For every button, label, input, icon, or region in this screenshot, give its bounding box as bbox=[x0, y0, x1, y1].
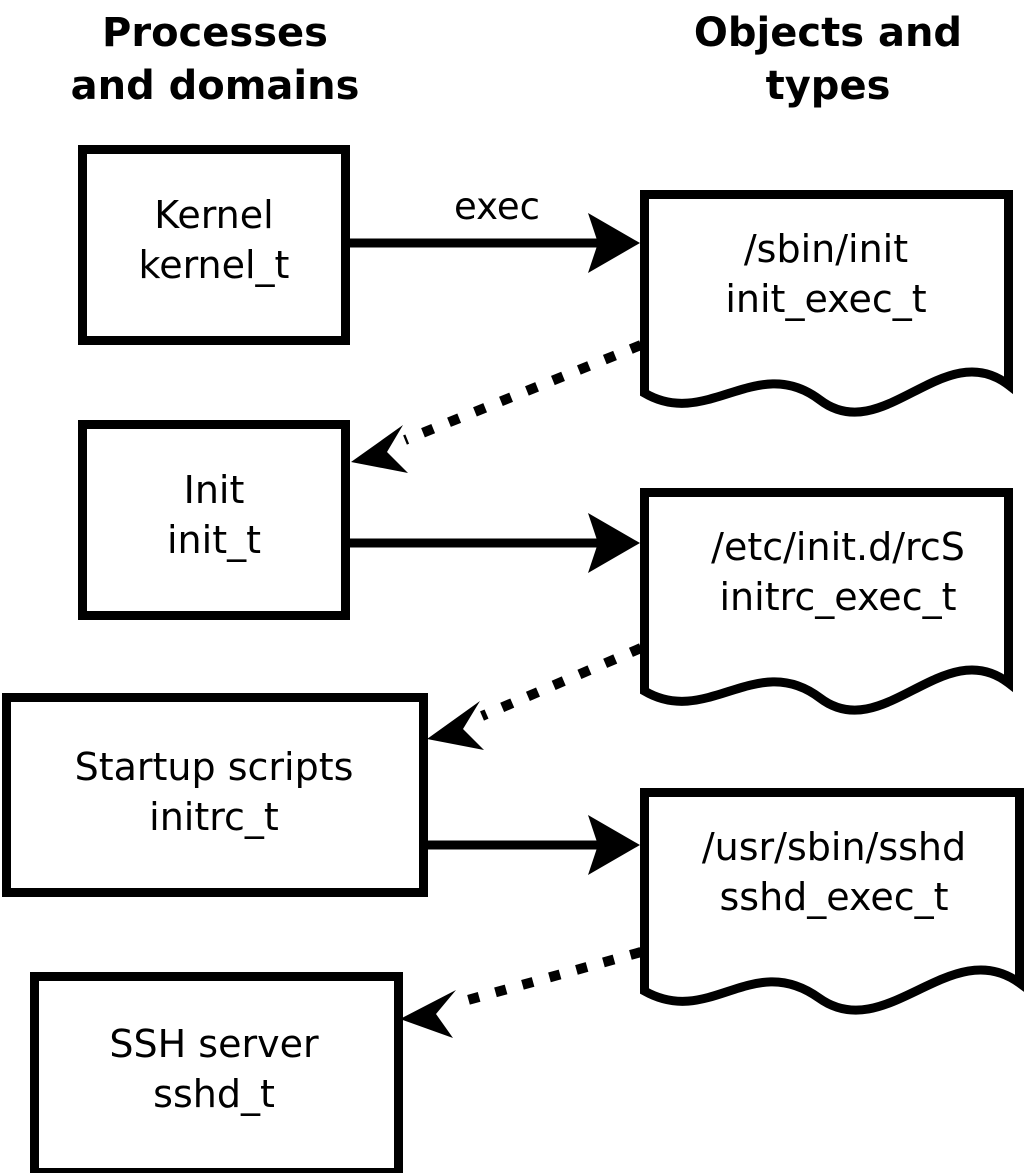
edge-initrc-execs-sshd[interactable] bbox=[423, 815, 640, 875]
edge-initrc-execs-sshd-arrowhead bbox=[588, 815, 640, 875]
object-node-usr-sbin-sshd-type: sshd_exec_t bbox=[719, 875, 948, 919]
object-node-sbin-init-path: /sbin/init bbox=[744, 227, 908, 271]
process-node-init-name: Init bbox=[184, 468, 245, 512]
edge-init-exec-t-to-init-t-line[interactable] bbox=[403, 340, 643, 445]
edge-init-execs-rcs[interactable] bbox=[345, 513, 640, 573]
edge-initrc-exec-t-to-initrc-t[interactable] bbox=[427, 643, 643, 750]
object-node-usr-sbin-sshd[interactable]: /usr/sbin/sshd sshd_exec_t bbox=[640, 788, 1024, 1015]
process-node-sshd-box[interactable] bbox=[30, 972, 403, 1173]
edge-init-exec-t-to-init-t[interactable] bbox=[351, 340, 643, 473]
object-node-sbin-init-document[interactable] bbox=[640, 190, 1013, 417]
process-node-kernel[interactable]: Kernel kernel_t bbox=[78, 145, 350, 345]
edge-sshd-exec-t-to-sshd-t[interactable] bbox=[400, 947, 643, 1038]
object-node-sbin-init[interactable]: /sbin/init init_exec_t bbox=[640, 190, 1013, 417]
column-header-objects-line1: Objects and bbox=[694, 10, 962, 56]
object-node-etc-initd-rcs-document[interactable] bbox=[640, 488, 1013, 715]
process-node-sshd-name: SSH server bbox=[109, 1022, 319, 1066]
edge-sshd-exec-t-to-sshd-t-arrowhead bbox=[400, 990, 456, 1038]
object-node-usr-sbin-sshd-path: /usr/sbin/sshd bbox=[702, 825, 966, 869]
process-node-initrc-box[interactable] bbox=[2, 693, 428, 897]
object-node-etc-initd-rcs[interactable]: /etc/init.d/rcS initrc_exec_t bbox=[640, 488, 1013, 715]
process-node-initrc[interactable]: Startup scripts initrc_t bbox=[2, 693, 428, 897]
edge-kernel-execs-init-label: exec bbox=[454, 185, 540, 228]
edge-initrc-exec-t-to-initrc-t-line[interactable] bbox=[480, 643, 643, 721]
object-node-etc-initd-rcs-path: /etc/init.d/rcS bbox=[711, 525, 965, 569]
column-header-processes-line1: Processes bbox=[102, 10, 328, 56]
object-node-sbin-init-type: init_exec_t bbox=[725, 277, 926, 321]
process-node-sshd[interactable]: SSH server sshd_t bbox=[30, 972, 403, 1173]
process-node-initrc-name: Startup scripts bbox=[75, 745, 354, 789]
edge-kernel-execs-init-arrowhead bbox=[588, 213, 640, 273]
column-header-objects-line2: types bbox=[766, 63, 891, 109]
column-header-processes: Processes and domains bbox=[71, 10, 360, 109]
object-node-usr-sbin-sshd-document[interactable] bbox=[640, 788, 1024, 1015]
process-node-init[interactable]: Init init_t bbox=[78, 420, 350, 620]
process-node-init-type: init_t bbox=[167, 518, 261, 562]
process-node-kernel-type: kernel_t bbox=[139, 243, 290, 287]
edge-init-execs-rcs-arrowhead bbox=[588, 513, 640, 573]
edge-kernel-execs-init[interactable]: exec bbox=[345, 185, 640, 273]
edge-initrc-exec-t-to-initrc-t-arrowhead bbox=[427, 701, 484, 750]
process-node-initrc-type: initrc_t bbox=[149, 795, 279, 839]
process-node-init-box[interactable] bbox=[78, 420, 350, 620]
process-node-sshd-type: sshd_t bbox=[153, 1072, 275, 1116]
edge-init-exec-t-to-init-t-arrowhead bbox=[351, 425, 408, 473]
object-node-etc-initd-rcs-type: initrc_exec_t bbox=[720, 575, 957, 619]
process-node-kernel-name: Kernel bbox=[154, 193, 273, 237]
edge-sshd-exec-t-to-sshd-t-line[interactable] bbox=[455, 947, 643, 1008]
column-header-processes-line2: and domains bbox=[71, 63, 360, 109]
column-header-objects: Objects and types bbox=[694, 10, 962, 109]
process-node-kernel-box[interactable] bbox=[78, 145, 350, 345]
